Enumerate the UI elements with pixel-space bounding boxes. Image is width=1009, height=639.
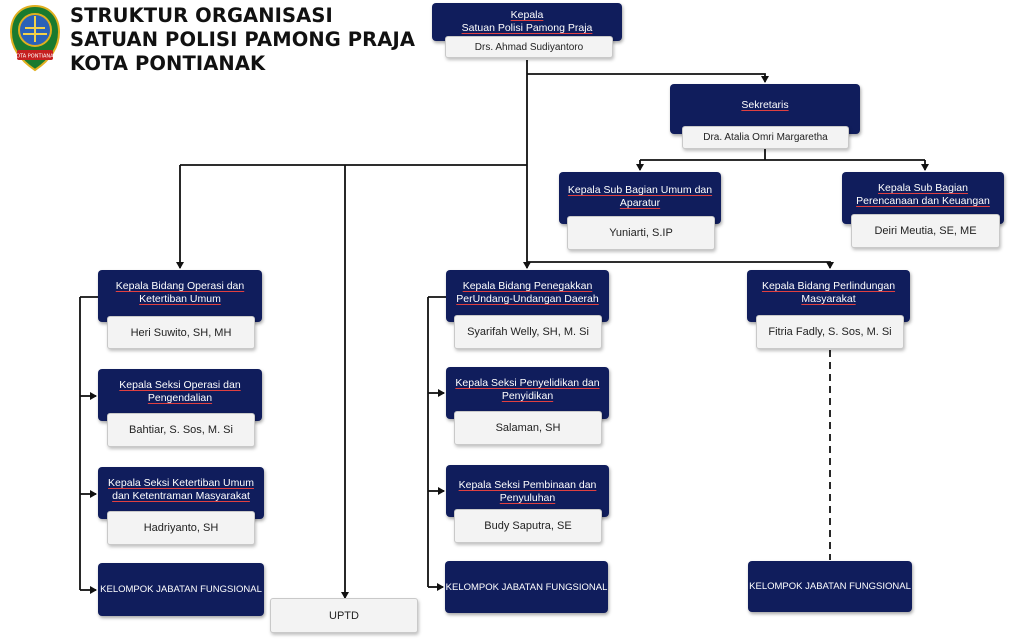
kasi-penyelidikan-position: Kepala Seksi Penyelidikan dan Penyidikan [455, 377, 600, 402]
kelompok-fungsional-box-1[interactable]: KELOMPOK JABATAN FUNGSIONAL [98, 563, 264, 616]
kasubag-umum-box[interactable]: Kepala Sub Bagian Umum dan Aparatur [559, 172, 721, 224]
kabid-penegakkan-name: Syarifah Welly, SH, M. Si [454, 315, 602, 349]
kasi-pembinaan-name: Budy Saputra, SE [454, 509, 602, 543]
sekretaris-box[interactable]: Sekretaris [670, 84, 860, 134]
kabid-perlindungan-position: Kepala Bidang Perlindungan Masyarakat [761, 280, 896, 305]
title-line-3: KOTA PONTIANAK [70, 52, 266, 75]
kasi-operasi-name: Bahtiar, S. Sos, M. Si [107, 413, 255, 447]
kasi-ketertiban-box[interactable]: Kepala Seksi Ketertiban Umum dan Ketentr… [98, 467, 264, 519]
kabid-operasi-name: Heri Suwito, SH, MH [107, 316, 255, 349]
sekretaris-position: Sekretaris [741, 99, 789, 111]
kasi-operasi-position: Kepala Seksi Operasi dan Pengendalian [119, 379, 241, 404]
sekretaris-name: Dra. Atalia Omri Margaretha [682, 126, 849, 149]
kepala-box[interactable]: Kepala Satuan Polisi Pamong Praja [432, 3, 622, 41]
kabid-operasi-box[interactable]: Kepala Bidang Operasi dan Ketertiban Umu… [98, 270, 262, 322]
kasi-penyelidikan-name: Salaman, SH [454, 411, 602, 445]
kasi-operasi-box[interactable]: Kepala Seksi Operasi dan Pengendalian [98, 369, 262, 421]
kepala-position: Kepala Satuan Polisi Pamong Praja [461, 9, 593, 34]
kasi-ketertiban-name: Hadriyanto, SH [107, 511, 255, 545]
kepala-name: Drs. Ahmad Sudiyantoro [445, 36, 613, 58]
uptd-box[interactable]: UPTD [270, 598, 418, 633]
kasubag-keuangan-name: Deiri Meutia, SE, ME [851, 214, 1000, 248]
page-title: STRUKTUR ORGANISASI SATUAN POLISI PAMONG… [70, 4, 415, 76]
kabid-operasi-position: Kepala Bidang Operasi dan Ketertiban Umu… [115, 280, 245, 305]
kasubag-keuangan-position: Kepala Sub Bagian Perencanaan dan Keuang… [856, 182, 990, 207]
kasi-ketertiban-position: Kepala Seksi Ketertiban Umum dan Ketentr… [108, 477, 254, 502]
kasubag-umum-position: Kepala Sub Bagian Umum dan Aparatur [567, 184, 713, 209]
kasi-penyelidikan-box[interactable]: Kepala Seksi Penyelidikan dan Penyidikan [446, 367, 609, 419]
kasubag-umum-name: Yuniarti, S.IP [567, 216, 715, 250]
kabid-perlindungan-name: Fitria Fadly, S. Sos, M. Si [756, 315, 904, 349]
kelompok-fungsional-box-2[interactable]: KELOMPOK JABATAN FUNGSIONAL [445, 561, 608, 613]
kasi-pembinaan-position: Kepala Seksi Pembinaan dan Penyuluhan [458, 479, 597, 504]
kabid-perlindungan-box[interactable]: Kepala Bidang Perlindungan Masyarakat [747, 270, 910, 322]
kabid-penegakkan-box[interactable]: Kepala Bidang Penegakkan PerUndang-Undan… [446, 270, 609, 322]
kabid-penegakkan-position: Kepala Bidang Penegakkan PerUndang-Undan… [456, 280, 599, 305]
logo-text: KOTA PONTIANAK [13, 54, 57, 60]
title-line-2: SATUAN POLISI PAMONG PRAJA [70, 28, 416, 51]
title-line-1: STRUKTUR ORGANISASI [70, 4, 333, 27]
city-emblem-icon: KOTA PONTIANAK [9, 4, 61, 72]
kasi-pembinaan-box[interactable]: Kepala Seksi Pembinaan dan Penyuluhan [446, 465, 609, 517]
kelompok-fungsional-box-3[interactable]: KELOMPOK JABATAN FUNGSIONAL [748, 561, 912, 612]
